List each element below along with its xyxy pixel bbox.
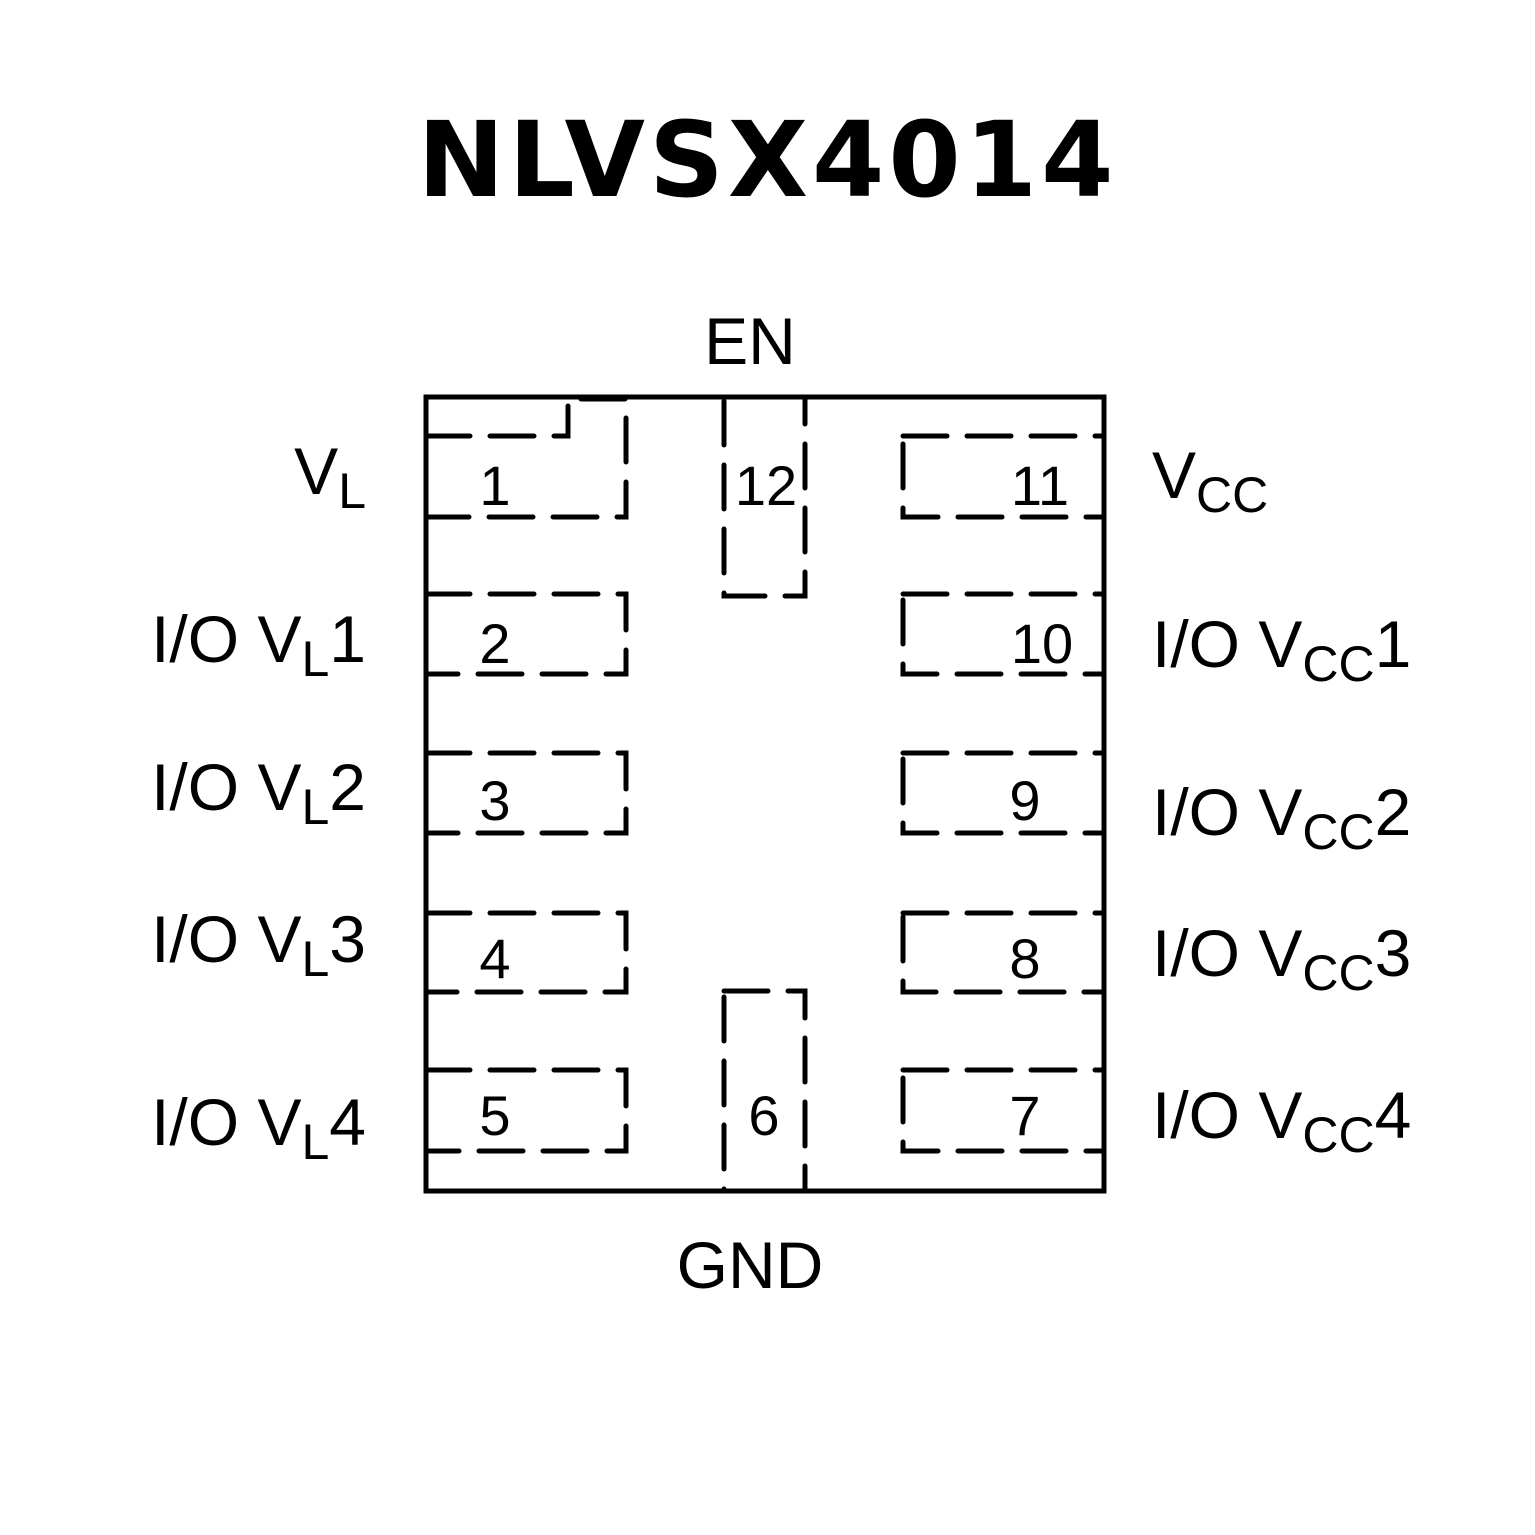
pad-7 xyxy=(900,1067,1107,1154)
pin-label-io-vl1: I/O VL1 xyxy=(151,602,366,687)
pin-label-io-vcc1: I/O VCC1 xyxy=(1152,607,1411,692)
pin-label-vcc: VCC xyxy=(1152,438,1268,523)
pad-1 xyxy=(423,396,629,520)
pad-number-1: 1 xyxy=(479,454,510,517)
pad-number-11: 11 xyxy=(1011,454,1069,517)
pin-label-io-vl4: I/O VL4 xyxy=(151,1085,366,1170)
pad-number-10: 10 xyxy=(1011,612,1073,675)
pad-number-2: 2 xyxy=(479,612,510,675)
pad-number-8: 8 xyxy=(1009,927,1040,990)
pin-label-io-vcc4: I/O VCC4 xyxy=(1152,1078,1411,1163)
pad-number-5: 5 xyxy=(479,1084,510,1147)
pad-number-3: 3 xyxy=(479,769,510,832)
pad-6 xyxy=(721,988,808,1194)
pad-4 xyxy=(423,910,629,995)
pad-number-6: 6 xyxy=(748,1084,779,1147)
pad-9 xyxy=(900,750,1107,836)
pin-label-en: EN xyxy=(704,304,796,378)
pin-label-gnd: GND xyxy=(677,1228,824,1302)
pad-3 xyxy=(423,750,629,836)
pad-8 xyxy=(900,910,1107,995)
pin-label-io-vcc3: I/O VCC3 xyxy=(1152,916,1411,1001)
pad-number-9: 9 xyxy=(1009,769,1040,832)
part-number-title: NLVSX4014 xyxy=(417,99,1118,221)
pad-12 xyxy=(721,394,808,599)
pad-5 xyxy=(423,1067,629,1154)
pin-label-io-vl3: I/O VL3 xyxy=(151,902,366,987)
pin-label-io-vcc2: I/O VCC2 xyxy=(1152,775,1411,860)
pad-11 xyxy=(900,433,1107,520)
pin-label-io-vl2: I/O VL2 xyxy=(151,750,366,835)
pad-number-4: 4 xyxy=(479,927,510,990)
pad-number-12: 12 xyxy=(735,454,797,517)
pad-number-7: 7 xyxy=(1009,1084,1040,1147)
pad-10 xyxy=(900,591,1107,677)
pin-label-vl: VL xyxy=(294,434,366,519)
pad-2 xyxy=(423,591,629,677)
